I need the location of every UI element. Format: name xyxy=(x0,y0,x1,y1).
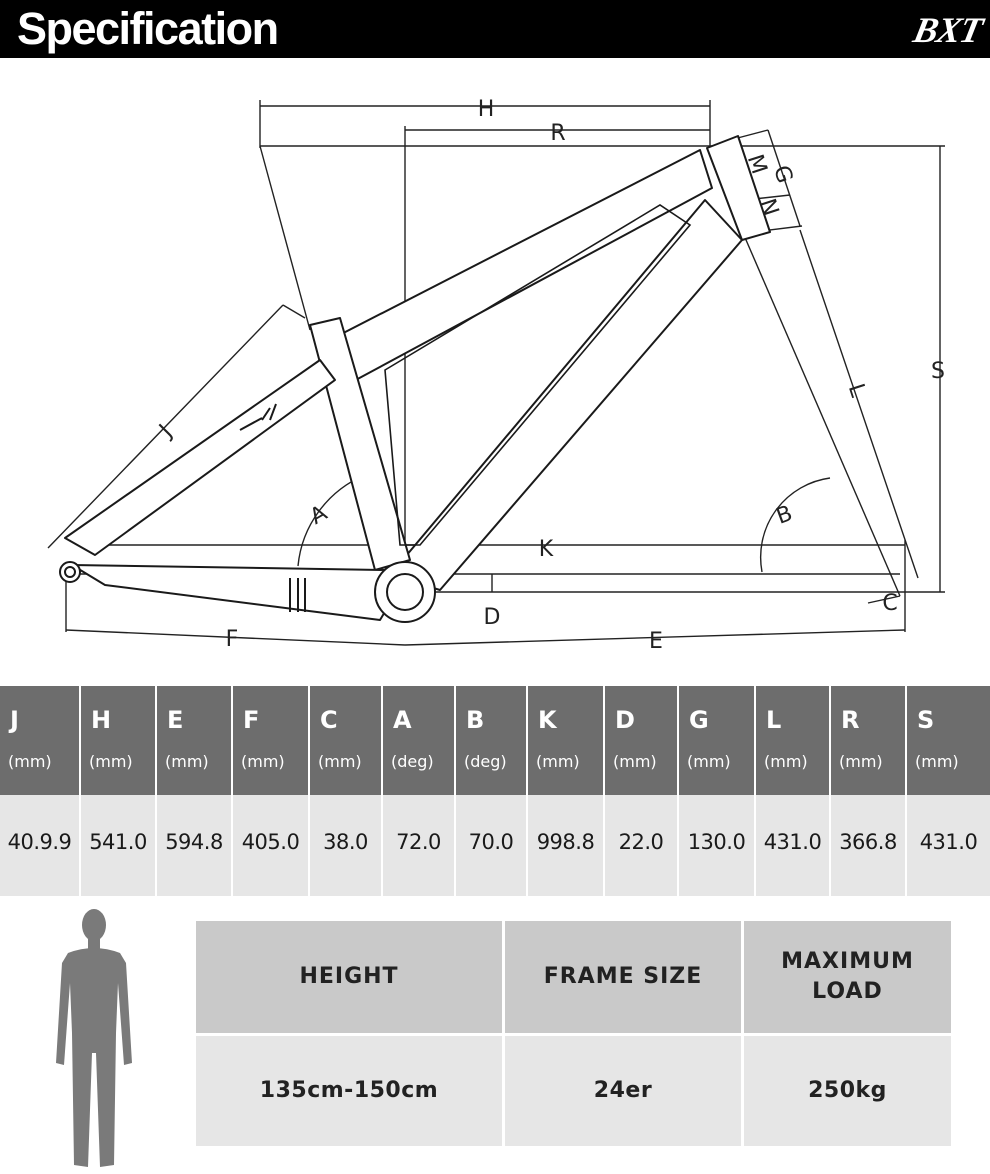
spec-key: S xyxy=(917,706,935,734)
label-d: D xyxy=(484,605,501,630)
label-n: N xyxy=(754,196,783,219)
spec-value: 70.0 xyxy=(468,830,514,854)
spec-unit: (mm) xyxy=(8,752,52,771)
spec-unit: (mm) xyxy=(613,752,657,771)
spec-unit: (mm) xyxy=(536,752,580,771)
spec-col-b: B (deg) 70.0 xyxy=(456,686,526,896)
label-c: C xyxy=(882,591,897,616)
label-e: E xyxy=(649,629,663,654)
spec-unit: (deg) xyxy=(391,752,434,771)
spec-value: 998.8 xyxy=(536,830,595,854)
label-g: G xyxy=(768,162,797,186)
spec-unit: (mm) xyxy=(839,752,883,771)
spec-header-row xyxy=(0,686,990,795)
spec-key: L xyxy=(766,706,782,734)
spec-col-s: S (mm) 431.0 xyxy=(907,686,990,896)
spec-key: F xyxy=(243,706,260,734)
spec-value: 541.0 xyxy=(89,830,147,854)
dim-line-j xyxy=(47,304,284,549)
value-frame-size: 24er xyxy=(505,1036,741,1146)
spec-key: R xyxy=(841,706,860,734)
spec-value: 366.8 xyxy=(839,830,897,854)
person-silhouette-icon xyxy=(56,909,132,1167)
header-bar: Specification BXT xyxy=(0,0,990,58)
spec-key: H xyxy=(91,706,112,734)
seat-stay xyxy=(64,359,336,556)
spec-col-d: D (mm) 22.0 xyxy=(605,686,677,896)
page-title: Specification xyxy=(17,3,279,54)
spec-key: C xyxy=(320,706,338,734)
spec-col-f: F (mm) 405.0 xyxy=(233,686,308,896)
spec-value-row xyxy=(0,795,990,896)
label-b: B xyxy=(773,501,796,530)
spec-key: K xyxy=(538,706,557,734)
spec-value: 431.0 xyxy=(919,830,978,854)
value-height: 135cm-150cm xyxy=(196,1036,502,1146)
spec-key: B xyxy=(466,706,485,734)
header-height: HEIGHT xyxy=(196,921,502,1033)
spec-value: 40.9.9 xyxy=(7,830,72,854)
spec-value: 22.0 xyxy=(618,830,664,854)
label-k: K xyxy=(539,537,554,562)
spec-value: 405.0 xyxy=(241,830,300,854)
value-maximum-load: 250kg xyxy=(744,1036,951,1146)
brand-logo: BXT xyxy=(909,10,988,50)
spec-unit: (mm) xyxy=(89,752,133,771)
spec-col-g: G (mm) 130.0 xyxy=(679,686,754,896)
spec-col-h: H (mm) 541.0 xyxy=(81,686,155,896)
header-frame-size: FRAME SIZE xyxy=(505,921,741,1033)
spec-value: 130.0 xyxy=(687,830,746,854)
spec-col-l: L (mm) 431.0 xyxy=(756,686,829,896)
bike-frame xyxy=(59,135,771,623)
spec-unit: (mm) xyxy=(318,752,362,771)
dim-line-f xyxy=(65,629,406,646)
spec-unit: (mm) xyxy=(915,752,959,771)
label-j: J xyxy=(154,420,178,444)
head-tube xyxy=(706,135,771,241)
spec-col-r: R (mm) 366.8 xyxy=(831,686,905,896)
spec-unit: (deg) xyxy=(464,752,507,771)
spec-unit: (mm) xyxy=(687,752,731,771)
spec-unit: (mm) xyxy=(764,752,808,771)
spec-col-k: K (mm) 998.8 xyxy=(528,686,603,896)
brand-logo-text: BXT xyxy=(909,10,988,50)
chain-stay xyxy=(71,564,396,621)
angle-arc-b xyxy=(759,477,831,573)
spec-table: J (mm) 40.9.9 H (mm) 541.0 E (mm) 594.8 … xyxy=(0,686,990,896)
spec-key: D xyxy=(615,706,635,734)
dim-line-e xyxy=(404,629,906,646)
spec-key: G xyxy=(689,706,709,734)
fork-axis-line xyxy=(739,225,901,597)
spec-value: 38.0 xyxy=(323,830,368,854)
down-tube xyxy=(389,199,743,591)
spec-key: J xyxy=(10,706,19,734)
spec-value: 431.0 xyxy=(763,830,822,854)
label-f: F xyxy=(226,627,239,652)
spec-value: 72.0 xyxy=(396,830,441,854)
dim-line-l xyxy=(799,229,919,579)
label-h: H xyxy=(478,97,495,122)
spec-unit: (mm) xyxy=(241,752,285,771)
frame-geometry-diagram: H R M G N S L J A B K C D F E xyxy=(47,97,945,654)
spec-key: E xyxy=(167,706,184,734)
spec-unit: (mm) xyxy=(165,752,209,771)
spec-col-j: J (mm) 40.9.9 xyxy=(0,686,79,896)
spec-col-e: E (mm) 594.8 xyxy=(157,686,231,896)
label-s: S xyxy=(931,359,945,384)
spec-col-a: A (deg) 72.0 xyxy=(383,686,454,896)
spec-col-c: C (mm) 38.0 xyxy=(310,686,381,896)
label-r: R xyxy=(550,121,565,146)
size-table: HEIGHT FRAME SIZE MAXIMUM LOAD 135cm-150… xyxy=(196,921,951,1146)
spec-key: A xyxy=(393,706,412,734)
spec-value: 594.8 xyxy=(165,830,223,854)
header-maximum-load: MAXIMUM LOAD xyxy=(744,921,951,1033)
